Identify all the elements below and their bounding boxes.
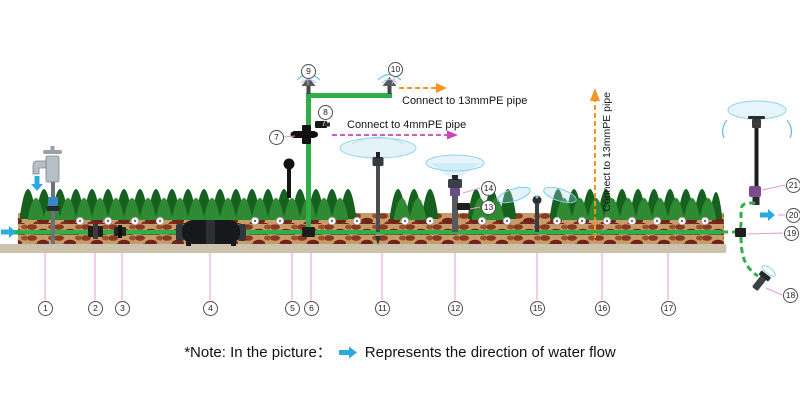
cross-valve-icon (290, 125, 318, 144)
callout-16: 16 (595, 301, 610, 316)
leader-lines (44, 76, 786, 300)
annotation-pe4: Connect to 4mmPE pipe (347, 119, 467, 131)
note-suffix: Represents the direction of water flow (364, 344, 616, 361)
water-flow-arrow-left (1, 226, 16, 238)
water-flow-arrow-icon (338, 346, 358, 363)
callout-12: 12 (448, 301, 463, 316)
annotation-pe13-top: Connect to 13mmPE pipe (402, 95, 528, 107)
callout-4: 4 (203, 301, 218, 316)
filter-icon (176, 220, 246, 246)
callout-14: 14 (481, 181, 496, 196)
stake-icon (283, 158, 295, 198)
callout-18: 18 (783, 288, 798, 303)
callout-15: 15 (530, 301, 545, 316)
callout-5: 5 (285, 301, 300, 316)
pe13-dashed-arrow-right (590, 88, 600, 238)
rotary-sprinkler-icon (497, 186, 577, 232)
right-sprinkler-assembly (721, 100, 793, 291)
top-pipe (306, 93, 392, 98)
spike-sprinkler-icon (339, 136, 417, 245)
callout-6: 6 (304, 301, 319, 316)
callout-10: 10 (388, 62, 403, 77)
tee-fitting-icon (302, 227, 315, 237)
riser-pipe (306, 95, 311, 232)
ground-strip (0, 244, 726, 253)
micro-sprayer-icon-10 (377, 73, 402, 94)
annotation-pe13-right: Connect to 13mmPE pipe (601, 92, 613, 212)
water-flow-arrow-right (760, 209, 775, 221)
micro-sprinkler-icon-18 (752, 264, 776, 291)
callout-13: 13 (481, 200, 496, 215)
popup-sprinkler-icon (425, 154, 485, 232)
hedge (20, 189, 722, 220)
pe13-dashed-arrow-top (399, 83, 447, 93)
callout-17: 17 (661, 301, 676, 316)
water-flow-arrow-down (31, 176, 43, 191)
pe4-dashed-arrow (332, 130, 458, 140)
hose-connector-icon (88, 224, 103, 239)
callout-11: 11 (375, 301, 390, 316)
callout-20: 20 (786, 208, 800, 223)
callout-1: 1 (38, 301, 53, 316)
micro-tube-connector-icon (315, 121, 330, 128)
note-prefix: *Note: In the picture： (184, 344, 332, 361)
callout-2: 2 (88, 301, 103, 316)
faucet-icon (32, 146, 62, 244)
callout-19: 19 (784, 226, 799, 241)
callout-8: 8 (318, 105, 333, 120)
note: *Note: In the picture： Represents the dir… (0, 341, 800, 363)
callout-3: 3 (115, 301, 130, 316)
callout-9: 9 (301, 64, 316, 79)
callout-21: 21 (786, 178, 800, 193)
inline-fitting-icon (114, 225, 126, 238)
callout-7: 7 (269, 130, 284, 145)
